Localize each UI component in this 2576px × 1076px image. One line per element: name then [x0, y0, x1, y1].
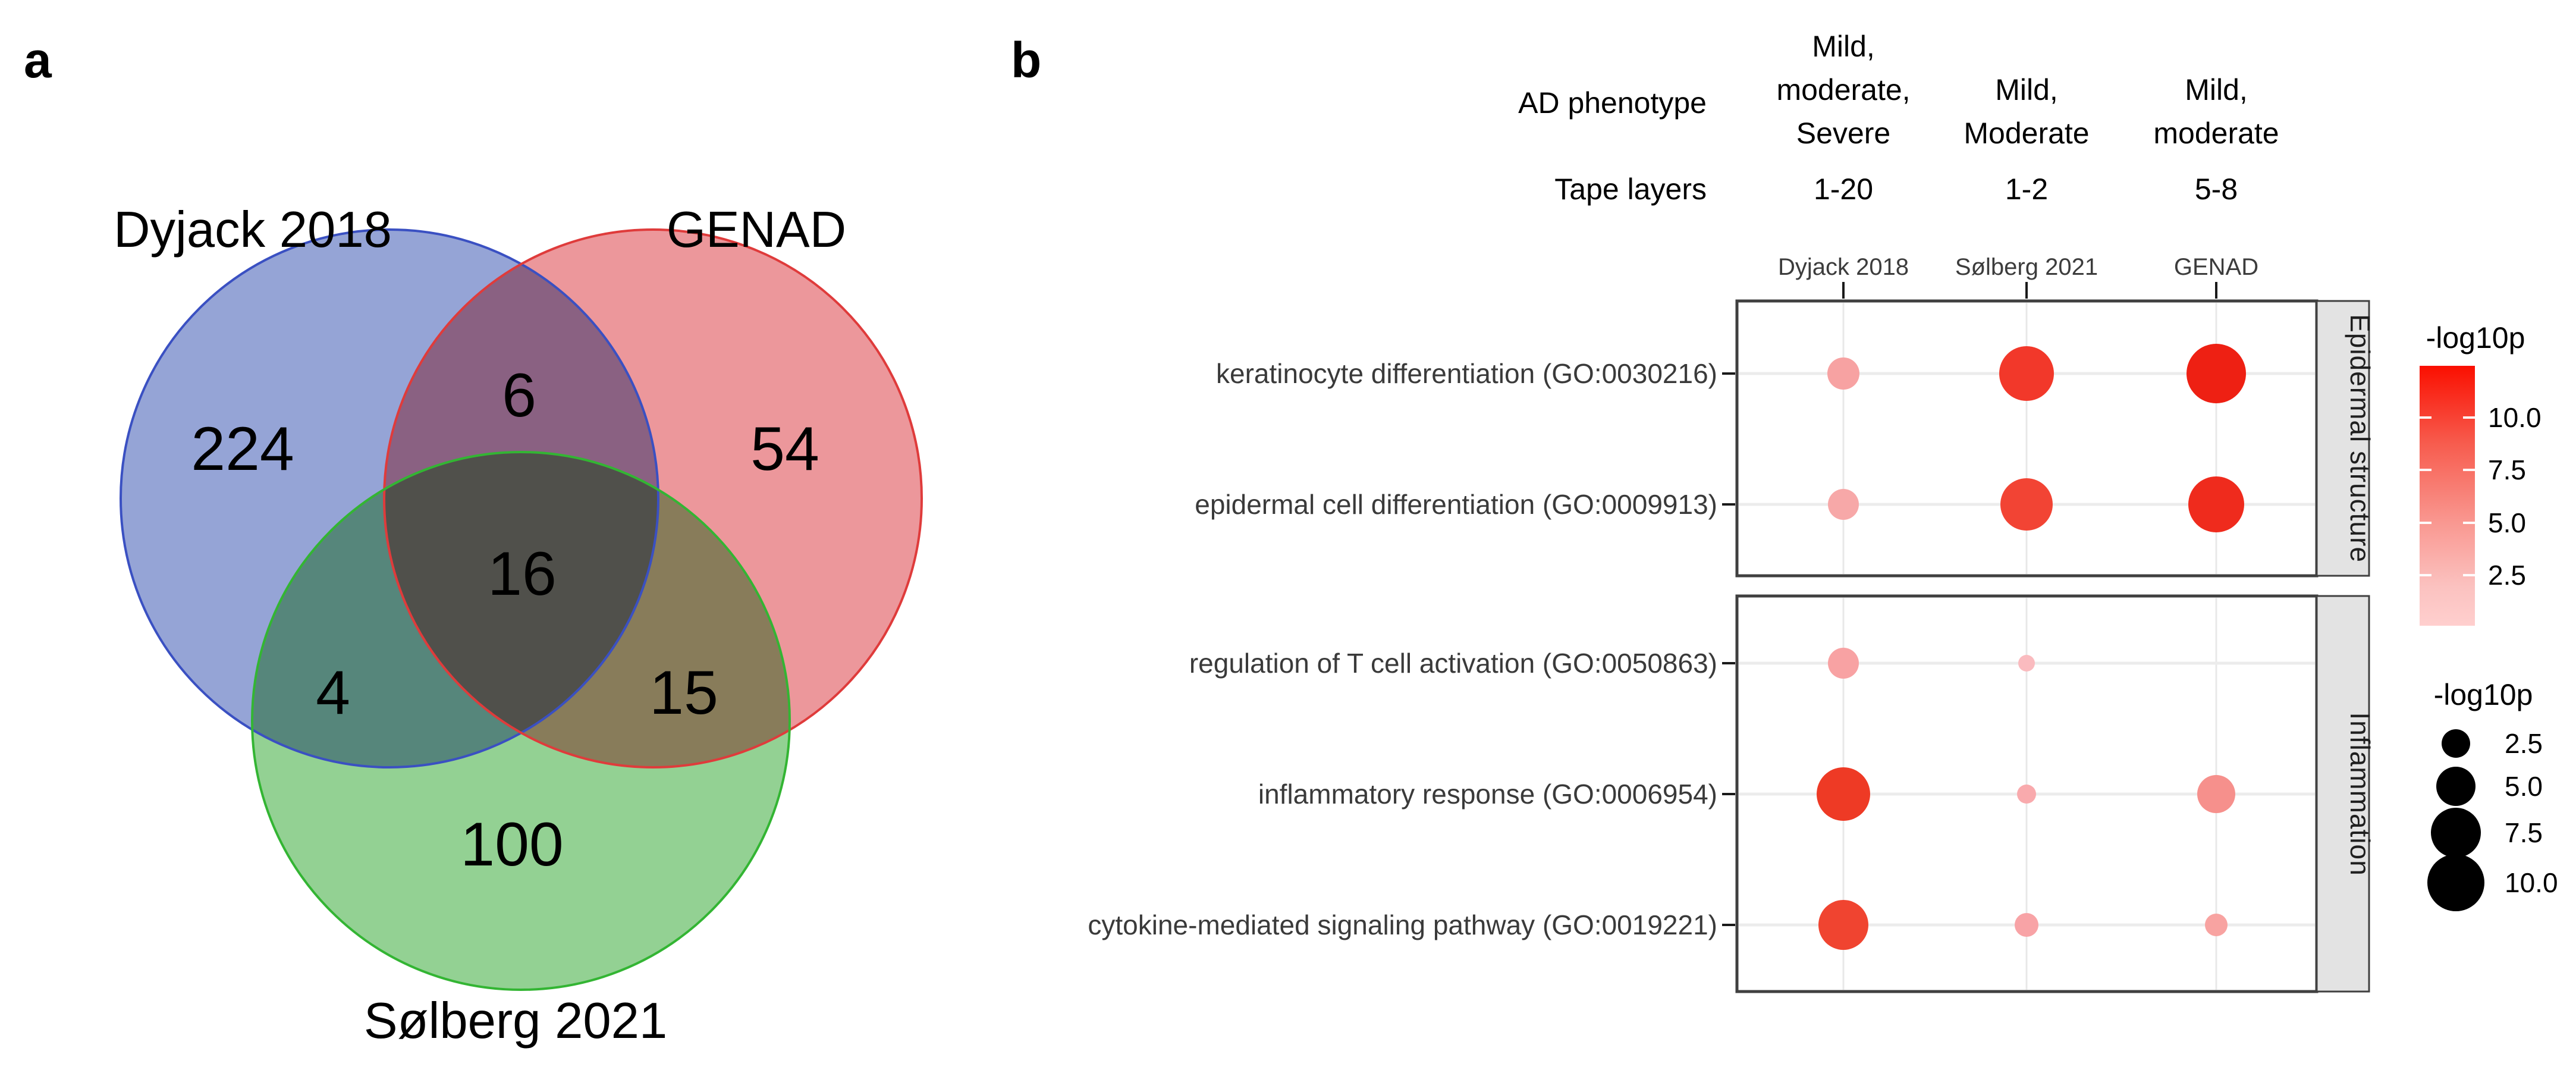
- column-label: Sølberg 2021: [1955, 254, 2098, 280]
- dot: [2017, 785, 2036, 804]
- facet-strip-label-inflammation: Inflammation: [2345, 712, 2376, 876]
- venn-outline-dyjack: [120, 228, 659, 768]
- dot: [2000, 478, 2053, 531]
- color-legend-tick-label: 7.5: [2488, 454, 2526, 485]
- color-legend-tick-label: 10.0: [2488, 402, 2542, 433]
- venn-outline-solberg: [251, 451, 791, 991]
- color-legend-tick-label: 2.5: [2488, 560, 2526, 591]
- venn-count-dyjack-genad: 6: [502, 361, 536, 430]
- y-axis-label: cytokine-mediated signaling pathway (GO:…: [1088, 909, 1717, 940]
- dot: [2197, 775, 2235, 813]
- facet-strip-inflammation: [2316, 595, 2370, 993]
- venn-count-genad-solberg: 15: [649, 658, 718, 727]
- dot: [1827, 357, 1859, 390]
- size-legend-dot: [2431, 808, 2481, 858]
- y-axis-label: regulation of T cell activation (GO:0050…: [1189, 648, 1717, 679]
- phenotype-cell-line: Mild,: [1812, 30, 1875, 63]
- facet-strip-epidermal: [2316, 300, 2370, 577]
- y-axis-label: keratinocyte differentiation (GO:0030216…: [1216, 358, 1717, 389]
- venn-circle-solberg: [252, 452, 790, 990]
- phenotype-cell-line: Mild,: [2185, 73, 2248, 106]
- venn-label-solberg: Sølberg 2021: [364, 993, 667, 1049]
- tape-layers-cell: 1-2: [2005, 172, 2048, 206]
- phenotype-cell-line: Mild,: [1995, 73, 2058, 106]
- header-row2-label: Tape layers: [1554, 172, 1707, 206]
- venn-label-dyjack: Dyjack 2018: [114, 202, 392, 258]
- dot: [1828, 648, 1859, 679]
- size-legend-dot: [2442, 729, 2470, 758]
- color-legend: -log10p 10.0 7.5 5.0 2.5: [2420, 321, 2542, 626]
- dot: [1999, 346, 2054, 401]
- size-legend-tick-label: 5.0: [2505, 771, 2543, 802]
- y-axis-label: inflammatory response (GO:0006954): [1258, 779, 1717, 810]
- venn-count-center: 16: [488, 539, 557, 608]
- column-label: GENAD: [2174, 254, 2258, 280]
- dot: [1828, 489, 1859, 520]
- phenotype-cell-line: Moderate: [1964, 117, 2089, 150]
- tape-layers-cell: 5-8: [2195, 172, 2238, 206]
- venn-diagram: Dyjack 2018 GENAD Sølberg 2021 224 6 54 …: [59, 178, 987, 1049]
- dot: [2188, 476, 2244, 532]
- dot: [1818, 900, 1868, 950]
- dot: [2205, 914, 2228, 936]
- panel-b-label: b: [1011, 32, 1041, 88]
- panel-a-label: a: [24, 32, 52, 88]
- venn-label-genad: GENAD: [667, 202, 846, 258]
- venn-count-genad-only: 54: [750, 415, 819, 484]
- size-legend-dot: [2427, 854, 2484, 911]
- venn-count-solberg-only: 100: [460, 810, 564, 879]
- column-label: Dyjack 2018: [1778, 254, 1909, 280]
- venn-fills: [59, 178, 987, 1023]
- size-legend-dot: [2436, 767, 2476, 806]
- venn-count-dyjack-only: 224: [191, 415, 294, 484]
- size-legend-tick-label: 2.5: [2505, 728, 2543, 759]
- size-legend-tick-label: 10.0: [2505, 867, 2558, 898]
- dot: [2018, 655, 2035, 672]
- dot: [1817, 767, 1870, 821]
- y-axis-label: epidermal cell differentiation (GO:00099…: [1195, 489, 1717, 520]
- y-axis: keratinocyte differentiation (GO:0030216…: [1088, 358, 1735, 940]
- phenotype-cell-line: moderate: [2153, 117, 2279, 150]
- color-legend-bar: [2420, 366, 2475, 626]
- facet-strip-label-epidermal: Epidermal structure: [2345, 314, 2376, 563]
- venn-outline-genad: [383, 228, 923, 768]
- size-legend-title: -log10p: [2434, 678, 2533, 711]
- size-legend-tick-label: 7.5: [2505, 817, 2543, 848]
- dots: [1817, 344, 2246, 950]
- size-legend: -log10p 2.5 5.0 7.5 10.0: [2427, 678, 2558, 911]
- header-row1-label: AD phenotype: [1518, 86, 1707, 120]
- tape-layers-cell: 1-20: [1814, 172, 1873, 206]
- color-legend-title: -log10p: [2426, 321, 2525, 355]
- phenotype-cell-line: Severe: [1796, 117, 1890, 150]
- phenotype-cell-line: moderate,: [1776, 73, 1910, 106]
- color-legend-tick-label: 5.0: [2488, 507, 2526, 538]
- dot: [2015, 913, 2038, 937]
- venn-count-dyjack-solberg: 4: [316, 658, 350, 727]
- dot: [2187, 344, 2246, 403]
